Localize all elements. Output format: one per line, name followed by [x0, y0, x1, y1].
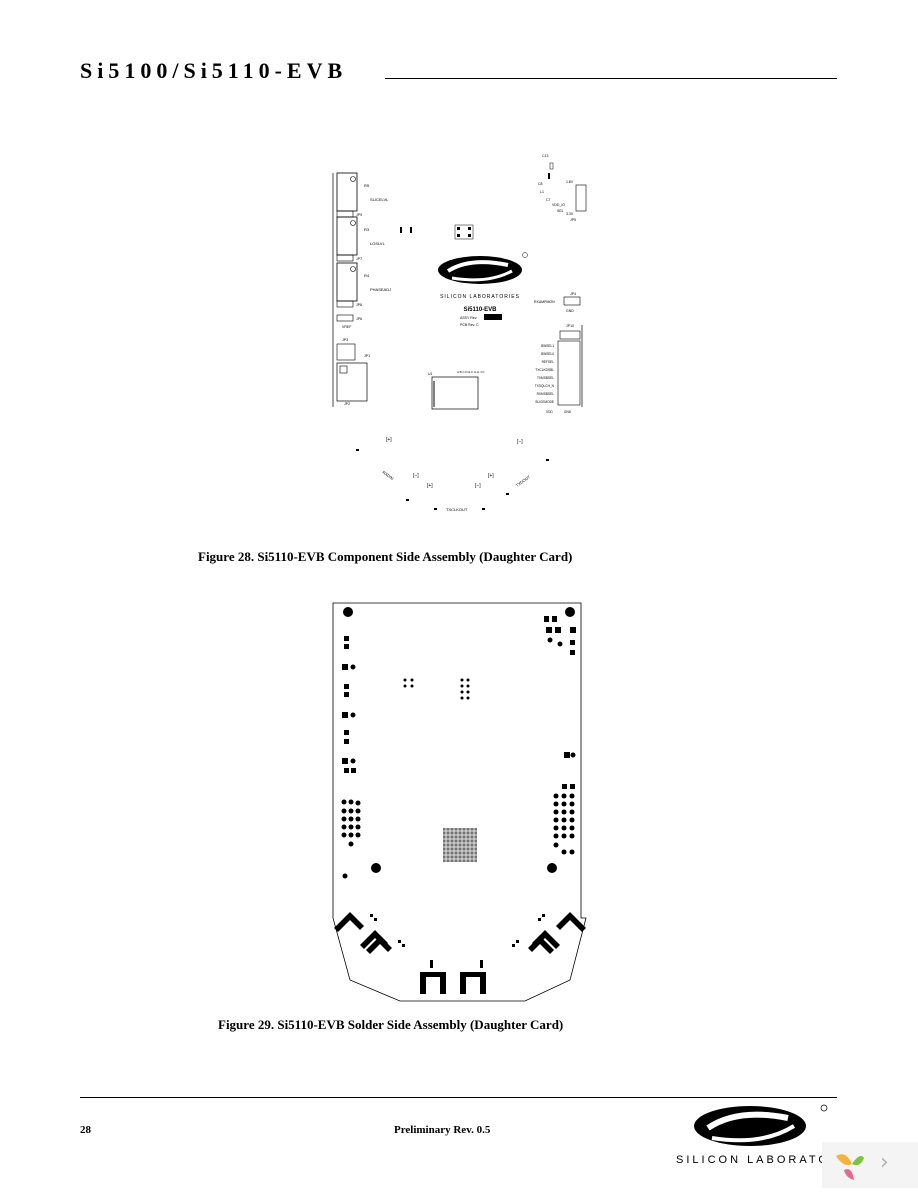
- header-rule: [385, 78, 837, 79]
- board-name: Si5110-EVB: [463, 307, 497, 313]
- label-slicelvl: SLICELVL: [370, 197, 389, 202]
- label-rxdin: RXDIN: [381, 470, 394, 481]
- label-jp6: JP6: [356, 317, 362, 321]
- label-vref: VREF: [342, 325, 351, 329]
- next-page-button[interactable]: ›: [880, 1150, 889, 1175]
- silicon-labs-logo: [694, 1104, 828, 1146]
- rxdin-plus: [+]: [386, 437, 392, 443]
- label-pcb-rev: PCB Rev. C: [460, 323, 479, 327]
- label-gnd: GND: [566, 309, 574, 313]
- label-jp5: JP5: [570, 218, 576, 222]
- label-jp10: JP10: [566, 324, 574, 328]
- figure-29-caption: Figure 29. Si5110-EVB Solder Side Assemb…: [218, 1017, 564, 1032]
- rxdin-minus: [−]: [413, 473, 419, 479]
- label-jp1: JP1: [364, 354, 370, 358]
- label-jp9: JP9: [356, 213, 362, 217]
- signal-label-0: BWSEL1: [541, 344, 554, 348]
- viewer-nav: ›: [822, 1142, 918, 1188]
- document-header-title: Si5100/Si5110-EVB: [80, 58, 348, 83]
- label-l1: L1: [540, 190, 544, 194]
- label-jp7: JP7: [356, 257, 362, 261]
- txdout-plus: [+]: [488, 473, 494, 479]
- label-r3: R3: [364, 227, 370, 232]
- txclkout-minus: [−]: [475, 483, 481, 489]
- label-txdout: TXDOUT: [515, 474, 532, 488]
- label-r5: R5: [364, 183, 370, 188]
- label-vdd-io: VDD_IO: [552, 203, 565, 207]
- label-3v3: 3.3V: [566, 212, 574, 216]
- label-assy-rev: ASSY Rev.: [460, 316, 477, 320]
- label-c13: C13: [542, 154, 548, 158]
- signal-label-7: SLICEMODE: [535, 400, 554, 404]
- label-c8: C8: [538, 182, 543, 186]
- signal-label-1: BWSEL0: [541, 352, 554, 356]
- label-1v8: 1.8V: [566, 180, 574, 184]
- figure-28-caption: Figure 28. Si5110-EVB Component Side Ass…: [198, 549, 573, 564]
- page-number: 28: [80, 1124, 91, 1136]
- revision-text: Preliminary Rev. 0.5: [394, 1124, 491, 1136]
- label-gnd-bottom: GND: [564, 410, 572, 414]
- label-u1: U1: [428, 372, 433, 376]
- footer-logo-text: SILICON LABORATOR: [676, 1154, 841, 1166]
- signal-label-6: RXMSBSEL: [537, 392, 555, 396]
- signal-label-3: TXCLKDSBL: [535, 368, 554, 372]
- txdout-minus: [−]: [517, 439, 523, 445]
- label-txclkout: TXCLKOUT: [446, 507, 468, 512]
- signal-label-5: TXSQLCH_N: [535, 384, 555, 388]
- label-loslvl: LOSLVL: [370, 241, 386, 246]
- label-r4: R4: [364, 273, 370, 278]
- signal-label-2: REFSEL: [542, 360, 555, 364]
- label-sel: SEL: [557, 209, 564, 213]
- footer-rule: [80, 1097, 837, 1098]
- figure-28-component-side: R5 SLICELVL R3 LOSLVL R4 PHASEADJ JP9 JP…: [332, 154, 587, 512]
- label-rxampmon: RXAMPMON: [534, 300, 555, 304]
- label-jp3: JP3: [342, 338, 348, 342]
- label-c7: C7: [546, 198, 551, 202]
- label-phaseadj: PHASEADJ: [370, 287, 391, 292]
- board-logo-text: SILICON LABORATORIES: [440, 294, 520, 300]
- label-jp8: JP8: [356, 303, 362, 307]
- label-jp2: JP2: [344, 402, 350, 406]
- figure-29-solder-side: [332, 602, 587, 1002]
- signal-label-4: TXMSBSEL: [537, 376, 554, 380]
- txclkout-plus: [+]: [427, 483, 433, 489]
- viewer-logo-icon: [822, 1142, 918, 1188]
- label-jp4: JP4: [570, 292, 576, 296]
- label-bga-cols: A B C D E F G H J K: [457, 370, 485, 374]
- label-vdd: VDD: [546, 410, 553, 414]
